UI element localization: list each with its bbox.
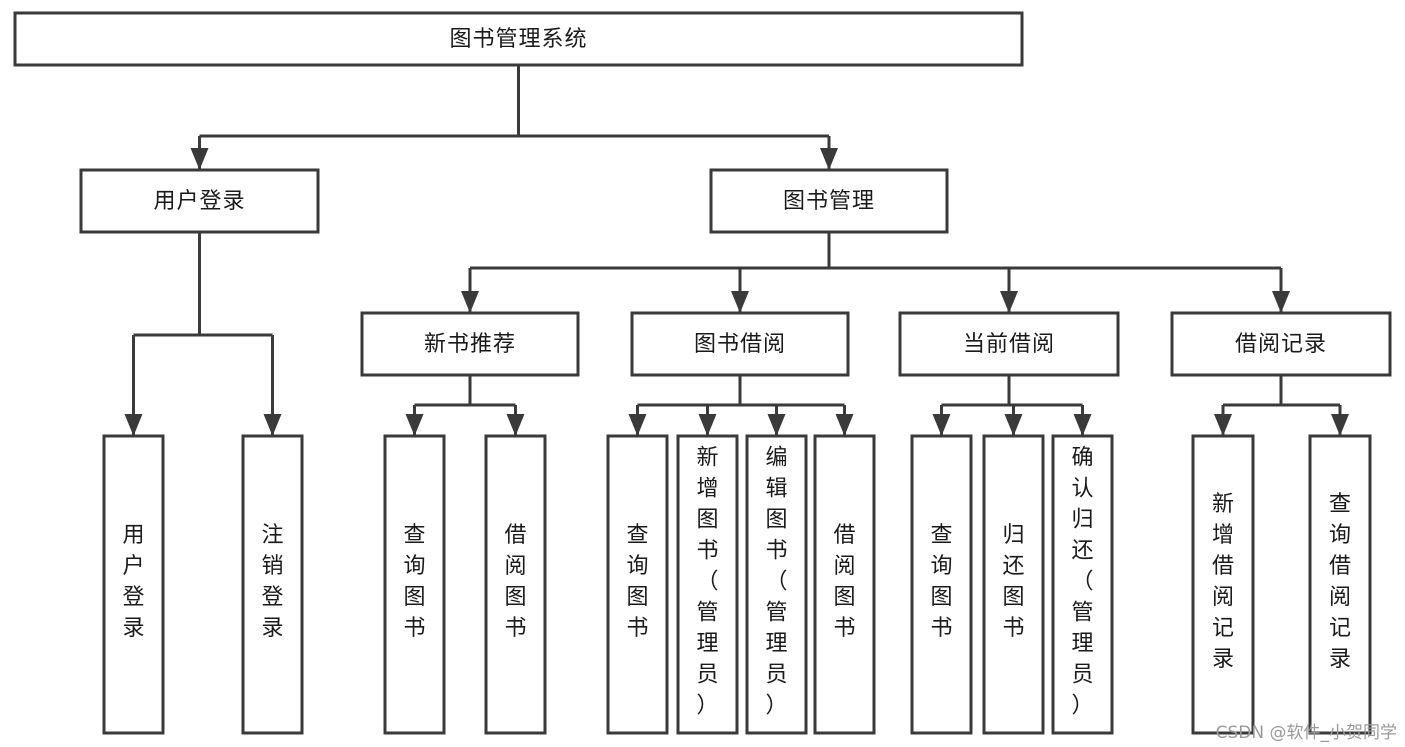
node-leaf-query-book-borrow[interactable]: 查询图书 <box>606 434 669 735</box>
node-leaf-confirm-return[interactable]: 确认归还（管理员） <box>1051 434 1114 735</box>
edge-root-to-level2-arrowhead-0 <box>190 148 209 170</box>
node-label-user-login: 用户登录 <box>153 189 245 214</box>
node-box-leaf-borrow-book-recommend <box>484 434 547 735</box>
node-label-leaf-edit-book: 编辑图书（管理员） <box>765 446 787 719</box>
edge-borrow-records-to-leaves-arrowhead-0 <box>1214 414 1232 436</box>
node-box-leaf-logout <box>241 434 304 735</box>
node-leaf-borrow-book-recommend[interactable]: 借阅图书 <box>484 434 547 735</box>
node-user-login[interactable]: 用户登录 <box>79 168 320 234</box>
edge-book-borrow-to-leaves-arrowhead-0 <box>628 414 647 436</box>
node-box-leaf-user-login <box>102 434 165 735</box>
edge-bookmgmt-to-level3-arrowhead-3 <box>1272 291 1290 313</box>
node-box-leaf-return-book <box>982 434 1045 735</box>
node-label-leaf-add-borrow-record: 新增借阅记录 <box>1212 492 1234 672</box>
node-box-leaf-query-book-current <box>910 434 973 735</box>
node-label-leaf-query-book-recommend: 查询图书 <box>403 523 425 641</box>
node-leaf-query-book-recommend[interactable]: 查询图书 <box>383 434 446 735</box>
node-label-root: 图书管理系统 <box>449 27 587 52</box>
node-root[interactable]: 图书管理系统 <box>13 11 1024 67</box>
edge-book-borrow-to-leaves-arrowhead-2 <box>767 414 786 436</box>
edge-current-borrow-to-leaves-arrowhead-1 <box>1004 414 1023 436</box>
edge-bookmgmt-to-level3-arrowhead-2 <box>1000 291 1018 313</box>
nodes-layer: 图书管理系统用户登录图书管理新书推荐图书借阅当前借阅借阅记录用户登录注销登录查询… <box>13 11 1392 735</box>
node-borrow-records[interactable]: 借阅记录 <box>1170 311 1392 377</box>
node-label-leaf-borrow-book: 借阅图书 <box>833 523 855 641</box>
node-label-leaf-return-book: 归还图书 <box>1002 523 1024 641</box>
node-label-leaf-logout: 注销登录 <box>261 523 283 641</box>
node-label-leaf-query-book-borrow: 查询图书 <box>626 523 648 641</box>
node-leaf-borrow-book[interactable]: 借阅图书 <box>813 434 876 735</box>
edge-current-borrow-to-leaves-arrowhead-2 <box>1073 414 1092 436</box>
edge-borrow-records-to-leaves-arrowhead-1 <box>1331 414 1349 436</box>
node-label-leaf-user-login: 用户登录 <box>122 523 144 641</box>
node-label-new-book-recommend: 新书推荐 <box>424 332 516 357</box>
node-leaf-edit-book[interactable]: 编辑图书（管理员） <box>745 434 808 735</box>
node-box-leaf-edit-book <box>745 434 808 735</box>
node-label-leaf-query-borrow-record: 查询借阅记录 <box>1329 492 1351 672</box>
node-label-leaf-confirm-return: 确认归还（管理员） <box>1071 446 1093 719</box>
node-box-root <box>13 11 1024 67</box>
node-box-leaf-query-book-borrow <box>606 434 669 735</box>
node-label-book-management: 图书管理 <box>783 189 875 214</box>
edge-new-book-recommend-to-leaves-arrowhead-1 <box>506 414 525 436</box>
edge-bookmgmt-to-level3-arrowhead-1 <box>731 291 749 313</box>
edge-book-borrow-to-leaves-arrowhead-3 <box>835 414 854 436</box>
node-box-leaf-query-borrow-record <box>1308 434 1372 735</box>
node-leaf-add-borrow-record[interactable]: 新增借阅记录 <box>1191 434 1255 735</box>
node-label-current-borrow: 当前借阅 <box>963 332 1055 357</box>
node-leaf-query-book-current[interactable]: 查询图书 <box>910 434 973 735</box>
node-box-book-borrow <box>630 311 850 377</box>
node-box-leaf-add-book <box>676 434 739 735</box>
node-leaf-logout[interactable]: 注销登录 <box>241 434 304 735</box>
node-leaf-return-book[interactable]: 归还图书 <box>982 434 1045 735</box>
node-box-leaf-confirm-return <box>1051 434 1114 735</box>
edge-bookmgmt-to-level3-arrowhead-0 <box>461 291 479 313</box>
node-label-leaf-add-book: 新增图书（管理员） <box>696 446 718 719</box>
node-box-current-borrow <box>898 311 1120 377</box>
node-label-leaf-borrow-book-recommend: 借阅图书 <box>504 523 526 641</box>
edges-layer <box>124 65 1349 436</box>
node-box-borrow-records <box>1170 311 1392 377</box>
node-box-book-management <box>709 168 949 234</box>
node-box-leaf-add-borrow-record <box>1191 434 1255 735</box>
node-leaf-query-borrow-record[interactable]: 查询借阅记录 <box>1308 434 1372 735</box>
edge-root-to-level2-arrowhead-1 <box>820 148 838 170</box>
edge-userlogin-to-leaves-arrowhead-1 <box>263 414 282 436</box>
node-box-leaf-query-book-recommend <box>383 434 446 735</box>
node-new-book-recommend[interactable]: 新书推荐 <box>360 311 580 377</box>
node-leaf-add-book[interactable]: 新增图书（管理员） <box>676 434 739 735</box>
edge-current-borrow-to-leaves-arrowhead-0 <box>932 414 951 436</box>
node-book-borrow[interactable]: 图书借阅 <box>630 311 850 377</box>
node-box-leaf-borrow-book <box>813 434 876 735</box>
edge-new-book-recommend-to-leaves-arrowhead-0 <box>405 414 424 436</box>
node-box-new-book-recommend <box>360 311 580 377</box>
edge-book-borrow-to-leaves-arrowhead-1 <box>698 414 717 436</box>
node-label-book-borrow: 图书借阅 <box>694 332 786 357</box>
node-box-user-login <box>79 168 320 234</box>
node-book-management[interactable]: 图书管理 <box>709 168 949 234</box>
node-label-leaf-query-book-current: 查询图书 <box>930 523 952 641</box>
edge-userlogin-to-leaves-arrowhead-0 <box>124 414 143 436</box>
node-current-borrow[interactable]: 当前借阅 <box>898 311 1120 377</box>
node-label-borrow-records: 借阅记录 <box>1235 332 1327 357</box>
node-leaf-user-login[interactable]: 用户登录 <box>102 434 165 735</box>
